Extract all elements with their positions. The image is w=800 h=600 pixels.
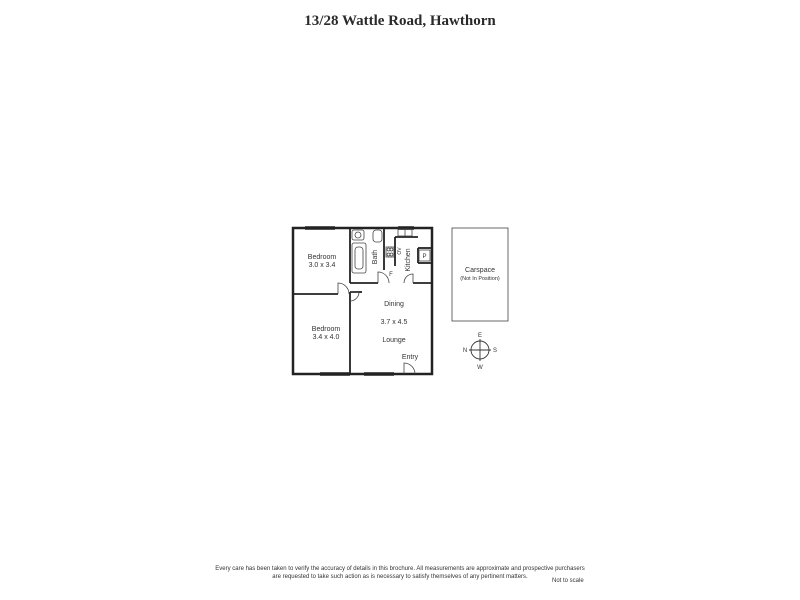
cooktop — [385, 246, 395, 258]
bedroom2-label: Bedroom — [312, 326, 341, 333]
toilet — [351, 229, 365, 241]
entry-label: Entry — [402, 354, 419, 361]
compass-s: S — [493, 348, 497, 354]
dining-label: Dining — [384, 301, 404, 308]
fridge-mark: F — [389, 272, 393, 278]
scale-note: Not to scale — [552, 578, 584, 584]
bath-label: Bath — [372, 250, 379, 265]
room-labels: Bedroom 3.0 x 3.4 Bedroom 3.4 x 4.0 Bath… — [308, 247, 427, 361]
carspace: Carspace (Not In Position) — [451, 227, 509, 322]
windows — [305, 226, 414, 376]
compass-e: E — [478, 333, 482, 339]
disclaimer: Every care has been taken to verify the … — [150, 566, 650, 581]
carspace-label: Carspace — [465, 267, 495, 274]
carspace-note: (Not In Position) — [460, 276, 500, 282]
kitchen-fixtures — [385, 228, 431, 262]
outer-walls — [291, 226, 434, 376]
lounge-label: Lounge — [382, 337, 405, 344]
interior-walls — [293, 228, 432, 374]
basin — [372, 229, 383, 243]
oven-mark: OV — [397, 247, 403, 255]
compass-icon: E W N S — [463, 333, 497, 371]
door-swings — [337, 271, 416, 375]
bath-fixtures — [351, 229, 383, 274]
bedroom1-dims: 3.0 x 3.4 — [309, 262, 336, 269]
bedroom2-dims: 3.4 x 4.0 — [313, 334, 340, 341]
living-dims: 3.7 x 4.5 — [381, 319, 408, 326]
pantry-mark: P — [422, 254, 426, 260]
disclaimer-line-2: are requested to take such action as is … — [272, 573, 528, 580]
pantry — [418, 249, 431, 262]
bathtub — [351, 242, 367, 274]
kitchen-label: Kitchen — [405, 248, 412, 271]
property-address-title: 13/28 Wattle Road, Hawthorn — [304, 13, 496, 29]
bedroom1-label: Bedroom — [308, 254, 337, 261]
compass-w: W — [477, 365, 483, 371]
compass-n: N — [463, 348, 467, 354]
disclaimer-line-1: Every care has been taken to verify the … — [215, 566, 585, 572]
